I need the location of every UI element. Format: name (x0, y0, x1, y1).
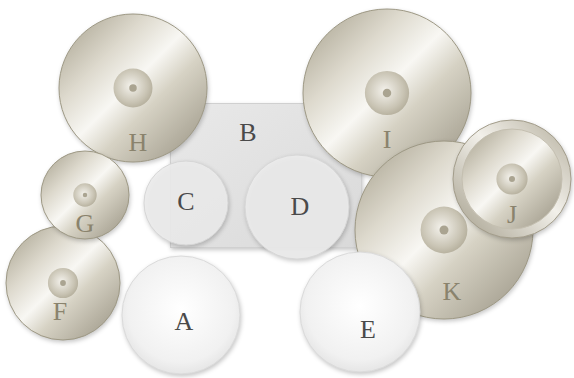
cymbal: H (58, 13, 208, 163)
node-letter: C (177, 189, 194, 215)
node-letter: F (53, 299, 67, 325)
drum-pad: D (244, 154, 350, 260)
drum-outline (299, 251, 421, 373)
drum: E (299, 251, 421, 373)
drum: A (121, 255, 241, 375)
node-letter: I (383, 127, 392, 153)
node-letter: E (360, 317, 376, 343)
node-letter: B (239, 120, 256, 146)
node-letter: D (291, 194, 310, 220)
node-letter: H (129, 130, 148, 156)
cymbal: G (40, 150, 130, 240)
cymbal: J (452, 119, 572, 239)
node-letter: G (76, 211, 95, 237)
node-letter: K (443, 279, 462, 305)
node-letter: A (175, 309, 194, 335)
drum-pad: C (143, 160, 229, 246)
node-letter: J (507, 202, 517, 228)
cymbal: F (5, 225, 121, 341)
